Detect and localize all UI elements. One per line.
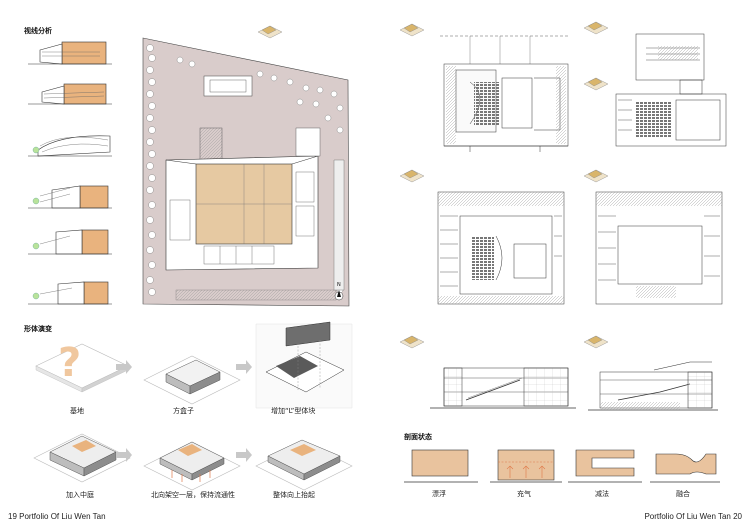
evolution-step-5-diagram (143, 441, 241, 491)
evolution-step-4-diagram (33, 433, 131, 483)
section-state-fuse (650, 453, 720, 483)
sightline-diagram-6 (28, 281, 112, 305)
section-state-subtract (568, 449, 642, 483)
form-evolution-title: 形体演变 (24, 325, 52, 333)
evolution-step-5-label: 北向架空一层，保持流通性 (151, 491, 235, 499)
evolution-step-2-diagram (143, 355, 241, 405)
sightline-diagram-1 (28, 41, 112, 65)
floor-plan-4 (595, 191, 723, 305)
sightline-diagram-4 (28, 185, 112, 209)
evolution-step-2-label: 方盒子 (173, 407, 194, 415)
section-state-float-label: 漂浮 (432, 490, 446, 498)
section-state-inflate (490, 449, 562, 483)
evolution-step-1-diagram: ? (35, 340, 129, 393)
building-section-2 (588, 361, 718, 411)
floor-plan-2 (615, 33, 727, 147)
sightline-analysis-title: 视线分析 (24, 27, 52, 35)
building-section-1 (430, 367, 576, 409)
sightline-diagram-5 (28, 229, 112, 255)
svg-text:?: ? (58, 340, 81, 386)
evolution-step-4-label: 加入中庭 (66, 491, 94, 499)
evolution-step-1-label: 基地 (70, 407, 84, 415)
sightline-diagram-2 (28, 83, 112, 105)
key-axo-icons (257, 21, 609, 349)
evolution-arrow-1 (116, 360, 132, 374)
sightline-diagram-3 (28, 135, 112, 157)
section-state-float (404, 449, 478, 483)
right-page-footer: Portfolio Of Liu Wen Tan 20 (644, 512, 742, 521)
section-state-fuse-label: 融合 (676, 490, 690, 498)
section-state-inflate-label: 充气 (517, 490, 531, 498)
evolution-step-6-diagram (255, 439, 353, 491)
section-states-title: 剖面状态 (404, 433, 432, 441)
evolution-step-6-label: 整体向上抬起 (273, 491, 315, 499)
site-plan: N (142, 37, 350, 307)
section-state-subtract-label: 减法 (595, 490, 609, 498)
evolution-step-3-diagram (255, 321, 353, 409)
evolution-arrow-3 (116, 448, 132, 462)
floor-plan-3 (437, 191, 565, 305)
evolution-arrow-2 (236, 360, 252, 374)
floor-plan-1 (440, 35, 570, 152)
evolution-step-3-label: 增加“L”型体块 (271, 407, 316, 415)
left-page-footer: 19 Portfolio Of Liu Wen Tan (8, 512, 106, 521)
evolution-arrow-4 (236, 448, 252, 462)
svg-text:N: N (337, 282, 341, 288)
